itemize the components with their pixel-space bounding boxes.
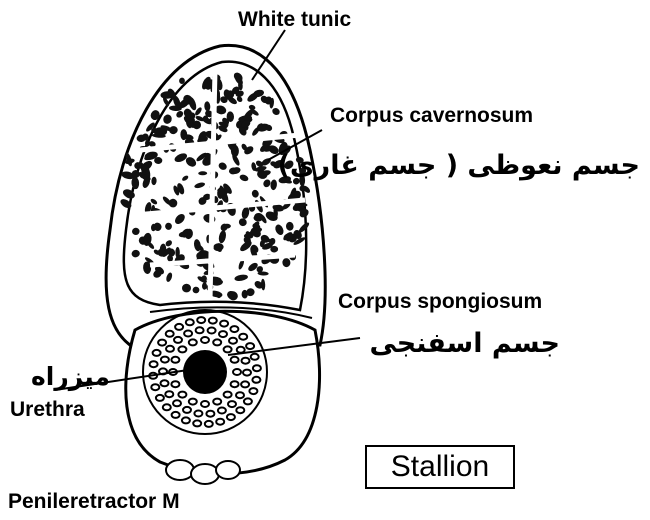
spongy-cell [218, 408, 226, 414]
spongy-cell [161, 357, 169, 363]
spongy-cell [189, 399, 197, 405]
spongy-cell [229, 338, 237, 344]
spongy-cell [175, 324, 183, 330]
corpus-spongiosum-label: Corpus spongiosum [338, 290, 542, 314]
spongy-cell [165, 391, 173, 397]
spongy-cell [184, 331, 192, 337]
corpus-cavernosum-label: Corpus cavernosum [330, 104, 533, 128]
spongy-cell [252, 377, 260, 383]
spongy-cell [237, 347, 245, 353]
spongy-cell [216, 419, 224, 425]
spongy-cell [201, 337, 209, 343]
urethra-lumen [183, 350, 227, 394]
spongy-cell [156, 395, 164, 401]
spongy-cell [230, 326, 238, 332]
spongy-cell [206, 411, 214, 417]
spongy-cell [213, 399, 221, 405]
spongy-cell [242, 358, 250, 364]
spongy-cell [194, 411, 202, 417]
spongy-cell [219, 331, 227, 337]
penile-retractor-muscle [166, 460, 240, 484]
spongy-cell [183, 407, 191, 413]
spongy-cell [239, 334, 247, 340]
spongy-cell [241, 381, 249, 387]
spongy-cell [209, 318, 217, 324]
spongy-cell [243, 370, 251, 376]
spongy-cell [236, 407, 244, 413]
spongy-cell [227, 414, 235, 420]
spongy-cell [231, 357, 239, 363]
spongy-cell [201, 401, 209, 407]
spongy-cell [178, 346, 186, 352]
urethra-persian-label: میزراه [0, 362, 110, 391]
spongy-cell [166, 331, 174, 337]
spongy-cell [246, 343, 254, 349]
stallion-label: Stallion [365, 445, 515, 489]
spongy-cell [249, 388, 257, 394]
spongy-cell [213, 339, 221, 345]
spongy-cell [253, 365, 261, 371]
spongy-cell [161, 380, 169, 386]
corpus-spongiosum-persian-label: جسم اسفنجی [380, 328, 560, 359]
spongy-cell [208, 328, 216, 334]
spongy-cell [193, 420, 201, 426]
white-tunic-label: White tunic [238, 8, 351, 32]
urethra-label: Urethra [10, 398, 85, 422]
spongy-cell [171, 381, 179, 387]
spongy-cell [228, 401, 236, 407]
spongy-cell [197, 317, 205, 323]
spongy-cell [236, 392, 244, 398]
spongy-cell [224, 392, 232, 398]
spongy-cell [151, 384, 159, 390]
spongy-cell [178, 392, 186, 398]
spongy-cell [231, 381, 239, 387]
spongy-cell [189, 339, 197, 345]
spongy-cell [182, 417, 190, 423]
spongy-cell [153, 350, 161, 356]
penile-retractor-label: Penileretractor M [8, 490, 180, 514]
spongy-cell [233, 369, 241, 375]
spongy-cell [172, 412, 180, 418]
spongy-cell [158, 340, 166, 346]
spongy-cell [251, 354, 259, 360]
spongy-cell [150, 361, 158, 367]
spongy-cell [220, 321, 228, 327]
spongy-cell [224, 346, 232, 352]
spongy-cell [173, 400, 181, 406]
cavernous-cell [182, 284, 191, 293]
spongy-cell [186, 319, 194, 325]
spongy-cell [244, 398, 252, 404]
spongy-cell [171, 357, 179, 363]
spongy-cell [205, 421, 213, 427]
spongy-cell [174, 337, 182, 343]
spongy-cell [163, 404, 171, 410]
spongy-cell [196, 327, 204, 333]
spongy-cell [166, 346, 174, 352]
corpus-cavernosum-persian-label: جسم نعوظی ( جسم غاری) [330, 150, 640, 181]
